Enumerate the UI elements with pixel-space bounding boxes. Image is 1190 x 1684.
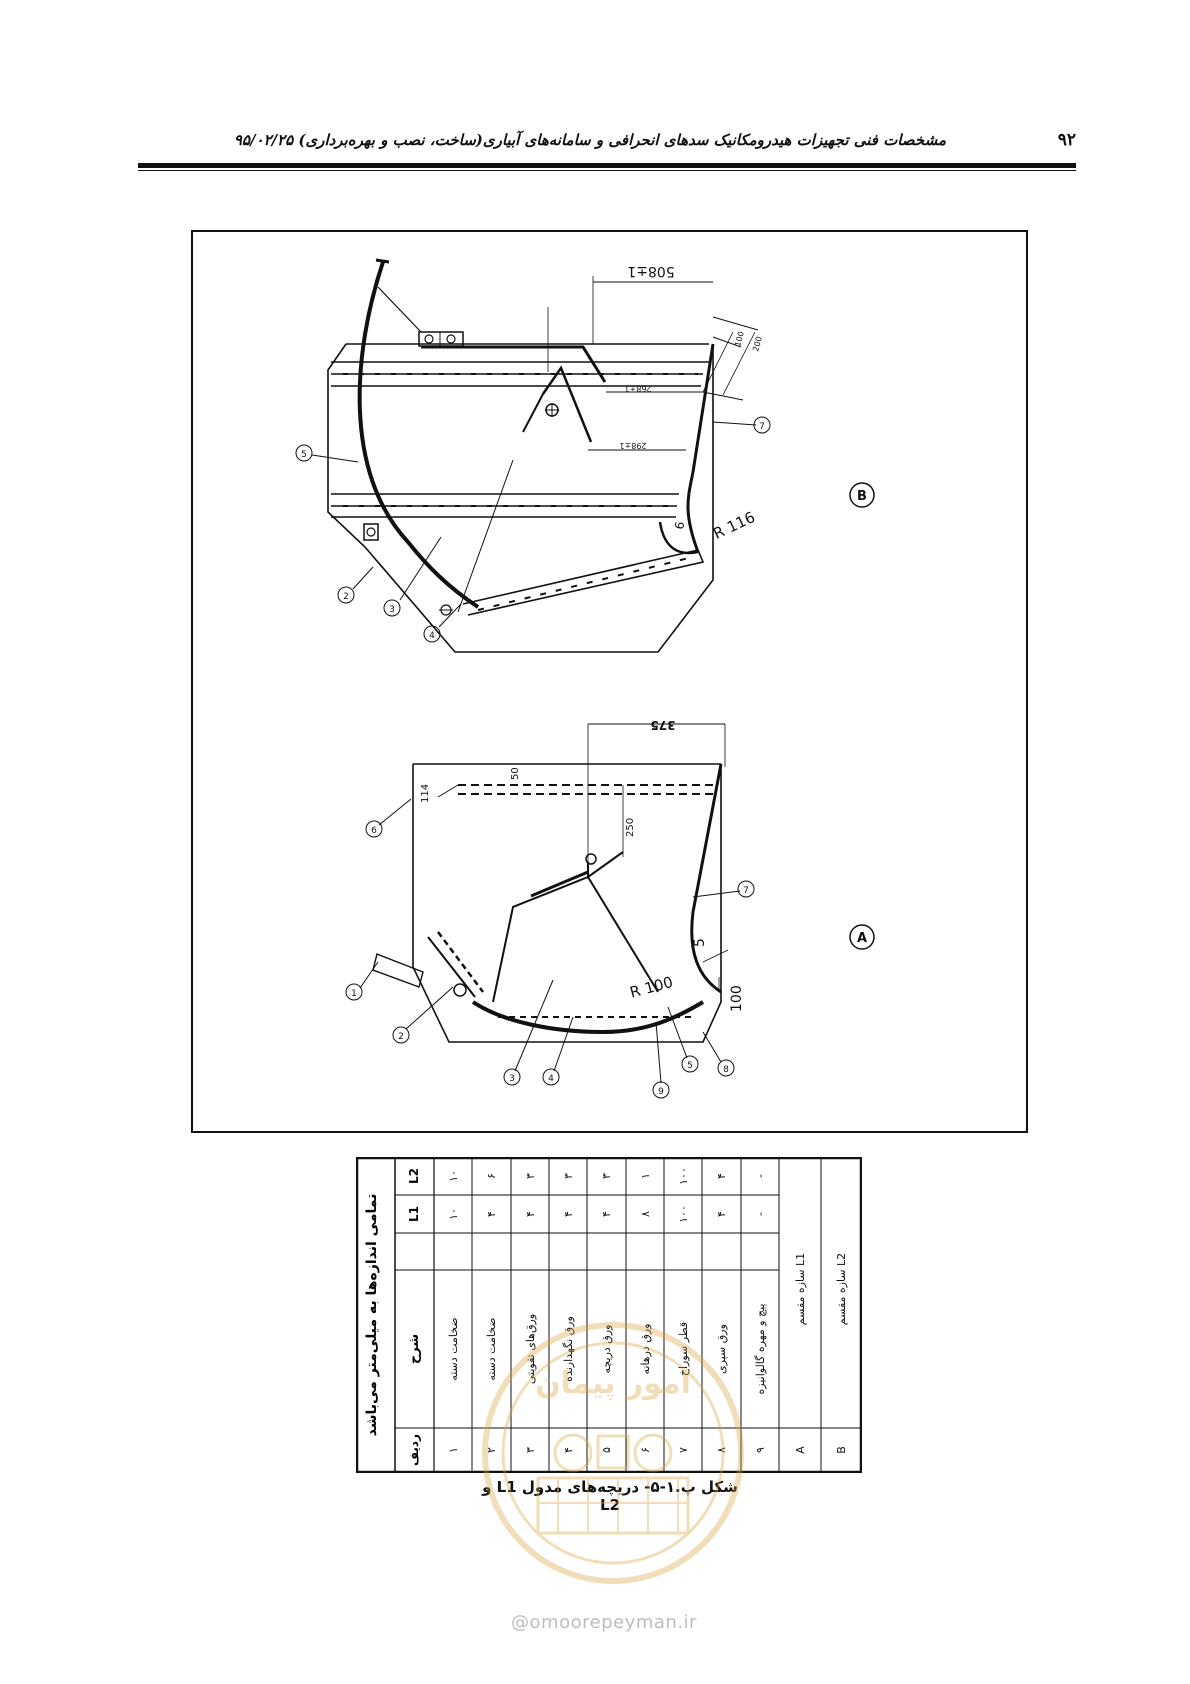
- r1-l2: ۱۰: [447, 1170, 460, 1182]
- r6-row: ۶: [639, 1447, 652, 1453]
- r4-l1: ۴: [562, 1211, 575, 1217]
- r8-row: ۸: [715, 1447, 728, 1453]
- r9-l2: -: [754, 1174, 767, 1178]
- svg-text:4: 4: [429, 631, 435, 641]
- header-rule-thick: [138, 163, 1076, 168]
- drawing-svg: 508±1 R 116 6 100 200 268±1 298±1 5 2 3 …: [295, 258, 875, 1099]
- svg-text:4: 4: [548, 1074, 554, 1084]
- view-a-label-circle: [849, 924, 875, 950]
- dim-r116: R 116: [710, 508, 757, 543]
- svg-text:1: 1: [351, 989, 357, 999]
- dim-375: 375: [650, 718, 675, 732]
- svg-text:2: 2: [398, 1032, 404, 1042]
- r7-desc: قطر سوراخ: [677, 1322, 690, 1376]
- svg-text:5: 5: [301, 450, 307, 460]
- r1-row: ۱: [447, 1447, 460, 1453]
- r2-desc: ضخامت دسته: [485, 1317, 498, 1380]
- r5-l1: ۴: [600, 1211, 613, 1217]
- r6-l2: ۱: [639, 1173, 652, 1179]
- r3-desc: ورق‌های تقویتی: [524, 1314, 537, 1384]
- view-b-labels: 508±1 R 116 6 100 200 268±1 298±1 5 2 3 …: [295, 263, 875, 643]
- svg-text:3: 3: [509, 1074, 515, 1084]
- dim-r100: R 100: [628, 973, 675, 1002]
- figure-caption: شکل پ.۱-۵- دریچه‌های مدول L1 و L2: [482, 1478, 738, 1514]
- r8-l1: ۴: [715, 1211, 728, 1217]
- r3-row: ۳: [524, 1447, 537, 1453]
- svg-text:امور پیمان: امور پیمان: [535, 1366, 691, 1401]
- col-l1: L1: [407, 1206, 421, 1222]
- view-b-gate-curve: [357, 261, 480, 609]
- svg-text:B: B: [857, 489, 867, 504]
- svg-text:298±1: 298±1: [619, 441, 646, 450]
- col-desc: شرح: [407, 1334, 422, 1364]
- svg-text:7: 7: [743, 886, 749, 896]
- view-b-outline: [327, 343, 714, 653]
- watermark-seal-icon: امور پیمان: [478, 1318, 748, 1588]
- r9-desc: پیچ و مهره گالوانیزه: [754, 1304, 767, 1395]
- dim-200: 200: [751, 335, 764, 352]
- r2-l2: ۶: [485, 1173, 498, 1179]
- svg-text:8: 8: [723, 1065, 729, 1075]
- dim-6: 6: [672, 521, 687, 531]
- rB-row: B: [835, 1446, 848, 1454]
- r3-l2: ۳: [524, 1173, 537, 1179]
- view-a-labels: 375 50 250 114 R 100 5 100 6 1 2 3 4 9 5…: [345, 718, 875, 1099]
- view-b: [311, 258, 759, 653]
- svg-text:A: A: [857, 931, 867, 946]
- svg-text:3: 3: [389, 605, 395, 615]
- dim-114: 114: [420, 784, 431, 803]
- running-title: مشخصات فنی تجهیزات هیدرومکانیک سدهای انح…: [233, 131, 946, 149]
- r9-row: ۹: [754, 1447, 767, 1453]
- dim-508: 508±1: [627, 263, 674, 279]
- figure-drawing: 508±1 R 116 6 100 200 268±1 298±1 5 2 3 …: [191, 230, 1028, 1133]
- rA-desc: سازه مقسم L1: [794, 1253, 807, 1325]
- r9-l1: -: [754, 1212, 767, 1216]
- r7-row: ۷: [677, 1447, 690, 1453]
- r7-l2: ۱۰۰: [677, 1167, 690, 1185]
- rB-desc: سازه مقسم L2: [835, 1253, 848, 1325]
- r5-desc: ورق دریچه: [600, 1325, 613, 1374]
- r2-l1: ۴: [485, 1211, 498, 1217]
- dim-100b: 100: [729, 985, 745, 1012]
- table-svg: تمامی اندازه‌ها به میلی‌متر می‌باشد L2 L…: [355, 1156, 863, 1474]
- r3-l1: ۴: [524, 1211, 537, 1217]
- svg-text:9: 9: [658, 1087, 664, 1097]
- r6-desc: ورق درهانه: [639, 1324, 652, 1375]
- view-a-outline: [412, 764, 722, 1043]
- r6-l1: ۸: [639, 1211, 652, 1217]
- r5-l2: ۳: [600, 1173, 613, 1179]
- col-l2: L2: [407, 1168, 421, 1184]
- svg-text:2: 2: [343, 592, 349, 602]
- svg-text:268±1: 268±1: [624, 384, 651, 393]
- r8-desc: ورق سپری: [715, 1324, 728, 1374]
- svg-text:6: 6: [371, 826, 377, 836]
- r2-row: ۲: [485, 1447, 498, 1453]
- view-b-label-circle: [849, 482, 875, 508]
- r4-row: ۴: [562, 1447, 575, 1453]
- r5-row: ۵: [600, 1447, 613, 1453]
- dim-5: 5: [692, 938, 708, 947]
- r7-l1: ۱۰۰: [677, 1205, 690, 1223]
- page-number: ۹۲: [1057, 130, 1076, 150]
- rA-row: A: [794, 1446, 807, 1454]
- svg-text:7: 7: [759, 422, 765, 432]
- r1-l1: ۱۰: [447, 1208, 460, 1220]
- dim-250: 250: [625, 818, 636, 837]
- page-header: مشخصات فنی تجهیزات هیدرومکانیک سدهای انح…: [138, 128, 1076, 156]
- header-rule-thin: [138, 170, 1076, 171]
- r4-desc: ورق نگهدارنده: [562, 1316, 575, 1382]
- dim-50: 50: [510, 767, 521, 780]
- view-a: [359, 723, 741, 1084]
- watermark-site: @omoorepeyman.ir: [511, 1612, 697, 1633]
- r4-l2: ۳: [562, 1173, 575, 1179]
- specs-table: تمامی اندازه‌ها به میلی‌متر می‌باشد L2 L…: [355, 1156, 863, 1474]
- r1-desc: ضخامت دسته: [447, 1317, 460, 1380]
- table-title: تمامی اندازه‌ها به میلی‌متر می‌باشد: [364, 1194, 380, 1437]
- svg-text:5: 5: [687, 1061, 693, 1071]
- r8-l2: ۴: [715, 1173, 728, 1179]
- dim-100: 100: [733, 330, 746, 347]
- col-row: ردیف: [407, 1434, 421, 1466]
